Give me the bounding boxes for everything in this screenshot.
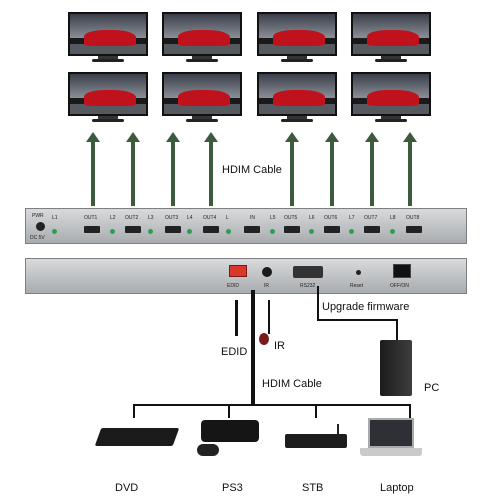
pwr-label: PWR xyxy=(32,213,44,219)
pc-label: PC xyxy=(424,382,440,394)
laptop-icon xyxy=(356,418,426,462)
led-label: L xyxy=(226,215,229,221)
out-label: OUT4 xyxy=(203,215,217,221)
hdmi-out-port xyxy=(125,226,141,233)
signal-arrow xyxy=(86,132,100,206)
out-label: OUT7 xyxy=(364,215,378,221)
hdmi-out-port xyxy=(203,226,219,233)
status-led xyxy=(309,229,314,234)
status-led xyxy=(226,229,231,234)
splitter-back-panel: EDID IR RS232 Reset OFF/ON xyxy=(25,258,467,294)
hdmi-out-port xyxy=(406,226,422,233)
hdmi-in-port xyxy=(244,226,260,233)
hdmi-cable-label-bottom: HDIM Cable xyxy=(262,378,322,390)
led-label: L8 xyxy=(390,215,396,221)
in-label: IN xyxy=(250,215,255,221)
device-label: DVD xyxy=(115,482,139,494)
rs232-port xyxy=(293,266,323,278)
splitter-front-panel: PWR DC 5V L1 OUT1 L2 OUT2 L3 OUT3 L4 OUT… xyxy=(25,208,467,244)
led-label: L7 xyxy=(349,215,355,221)
signal-arrow xyxy=(166,132,180,206)
signal-arrow xyxy=(204,132,218,206)
status-led xyxy=(390,229,395,234)
out-label: OUT5 xyxy=(284,215,298,221)
edid-port-label: EDID xyxy=(227,283,239,289)
pc-tower-icon xyxy=(380,340,412,396)
tv-display xyxy=(162,12,242,64)
out-label: OUT6 xyxy=(324,215,338,221)
rs232-cable xyxy=(317,319,397,321)
tv-display xyxy=(351,12,431,64)
dc-jack xyxy=(36,222,45,231)
status-led xyxy=(349,229,354,234)
source-drop xyxy=(409,404,411,418)
tv-display xyxy=(68,12,148,64)
device-label: STB xyxy=(302,482,324,494)
hdmi-out-port xyxy=(165,226,181,233)
signal-arrow xyxy=(325,132,339,206)
ir-receiver-icon xyxy=(259,333,269,345)
ir-cable xyxy=(268,300,270,334)
tv-display xyxy=(68,72,148,124)
device-label: PS3 xyxy=(222,482,243,494)
edid-label: EDID xyxy=(221,346,248,358)
tv-display xyxy=(257,12,337,64)
stb-box-icon xyxy=(285,424,347,450)
tv-display xyxy=(351,72,431,124)
led-label: L3 xyxy=(148,215,154,221)
off-on-label: OFF/ON xyxy=(390,283,409,289)
hdmi-out-port xyxy=(364,226,380,233)
source-bus xyxy=(133,404,411,406)
ps3-console-icon xyxy=(195,414,265,458)
led-label: L2 xyxy=(110,215,116,221)
out-label: OUT2 xyxy=(125,215,139,221)
hdmi-cable-label: HDIM Cable xyxy=(222,164,282,176)
rs232-cable xyxy=(317,286,319,320)
dc-label: DC 5V xyxy=(30,235,45,241)
led-label: L5 xyxy=(270,215,276,221)
dvd-player-icon xyxy=(94,422,180,448)
power-switch xyxy=(393,264,411,278)
rs232-cable xyxy=(396,319,398,341)
hdmi-out-port xyxy=(324,226,340,233)
signal-arrow xyxy=(126,132,140,206)
ir-label: IR xyxy=(274,340,285,352)
source-drop xyxy=(228,404,230,418)
hdmi-out-port xyxy=(84,226,100,233)
signal-arrow xyxy=(365,132,379,206)
status-led xyxy=(110,229,115,234)
out-label: OUT1 xyxy=(84,215,98,221)
status-led xyxy=(187,229,192,234)
source-drop xyxy=(133,404,135,418)
tv-display xyxy=(257,72,337,124)
out-label: OUT8 xyxy=(406,215,420,221)
edid-dip-switch xyxy=(229,265,247,277)
hdmi-out-port xyxy=(284,226,300,233)
tv-display xyxy=(162,72,242,124)
status-led xyxy=(270,229,275,234)
reset-button xyxy=(356,270,361,275)
signal-arrow xyxy=(403,132,417,206)
led-label: L1 xyxy=(52,215,58,221)
device-label: Laptop xyxy=(380,482,414,494)
rs232-port-label: RS232 xyxy=(300,283,316,289)
upgrade-label: Upgrade firmware xyxy=(322,301,410,313)
led-label: L6 xyxy=(309,215,315,221)
ir-port-label: IR xyxy=(264,283,269,289)
out-label: OUT3 xyxy=(165,215,179,221)
reset-label: Reset xyxy=(350,283,364,289)
status-led xyxy=(148,229,153,234)
ir-port xyxy=(262,267,272,277)
signal-arrow xyxy=(285,132,299,206)
status-led xyxy=(52,229,57,234)
led-label: L4 xyxy=(187,215,193,221)
edid-line xyxy=(235,300,238,336)
source-drop xyxy=(315,404,317,418)
main-input-cable xyxy=(251,290,255,404)
